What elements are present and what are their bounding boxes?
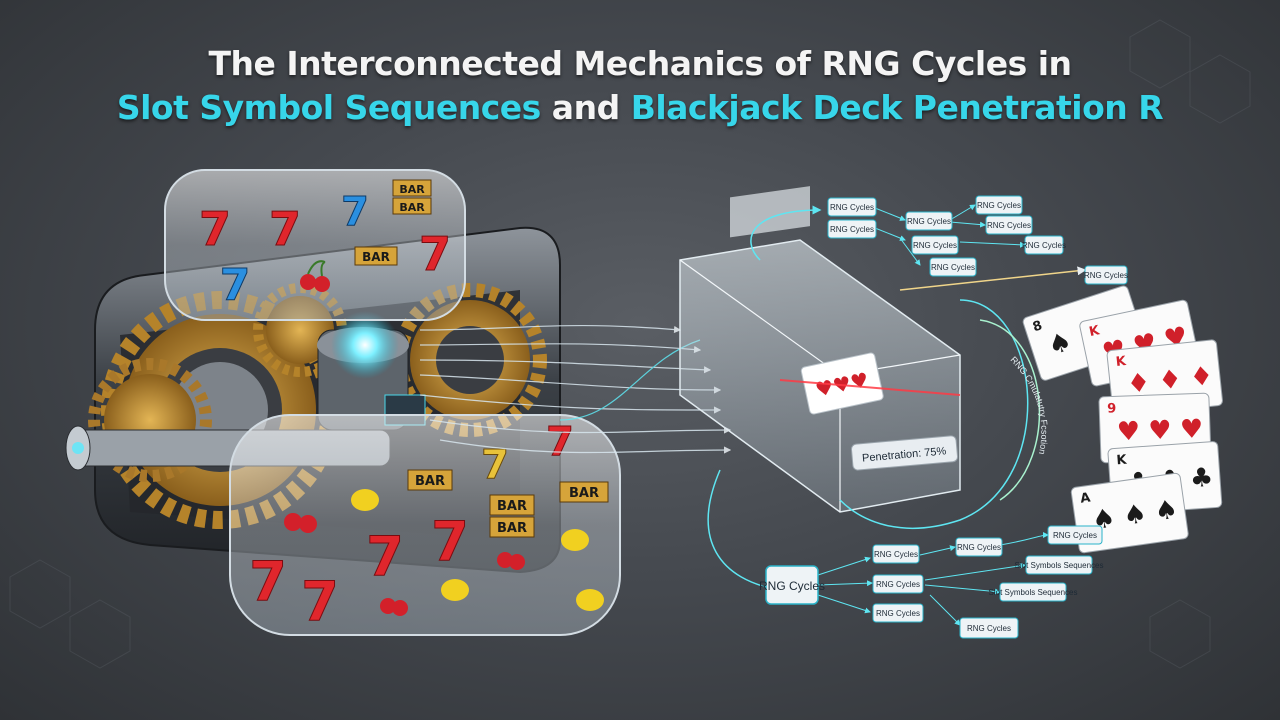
reel-seven: 7 xyxy=(199,202,231,256)
svg-text:RNG Cycles: RNG Cycles xyxy=(876,580,920,589)
reel-bar: BAR xyxy=(497,521,527,536)
node-main: RNG Cycles xyxy=(759,565,825,605)
lemon-icon xyxy=(351,489,604,611)
svg-text:RNG Cycles: RNG Cycles xyxy=(957,543,1001,552)
rng-core xyxy=(317,311,426,431)
card-shoe: ♥♥♥ Penetration: 75% xyxy=(679,186,961,513)
node: Slot Symbols Sequences xyxy=(989,582,1078,602)
node: RNG Cycles xyxy=(959,617,1019,639)
node: RNG Cycles xyxy=(872,574,924,594)
svg-text:RNG Cycles: RNG Cycles xyxy=(876,609,920,618)
node: RNG Cycles xyxy=(911,235,959,255)
node: RNG Cycles xyxy=(872,603,924,623)
reel-seven: 7 xyxy=(481,442,509,488)
node: RNG Cycles xyxy=(1022,235,1066,255)
svg-text:RNG Cycles: RNG Cycles xyxy=(759,579,825,593)
svg-text:RNG Cycles: RNG Cycles xyxy=(913,241,957,250)
node: RNG Cycles xyxy=(827,197,877,217)
loop-lines xyxy=(707,205,1087,594)
svg-text:RNG Cycles: RNG Cycles xyxy=(874,550,918,559)
page-title-line2: Slot Symbol Sequences and Blackjack Deck… xyxy=(0,88,1280,127)
reel-seven: 7 xyxy=(341,189,369,235)
title-accent-blackjack: Blackjack Deck Penetration R xyxy=(630,88,1164,127)
reel-bar: BAR xyxy=(569,486,599,501)
cherry-icon xyxy=(284,513,525,616)
title-accent-slot: Slot Symbol Sequences xyxy=(116,88,542,127)
svg-text:RNG Cycles: RNG Cycles xyxy=(987,221,1031,230)
svg-text:Slot Symbols Sequences: Slot Symbols Sequences xyxy=(1015,561,1104,570)
card-suit: ♥ ♥ ♥ xyxy=(1116,414,1203,447)
slot-machine: 7 7 7 7 7 BAR BAR BAR 7 7 7 7 7 7 xyxy=(65,169,621,636)
reel-seven: 7 xyxy=(301,570,339,633)
title-connector: and xyxy=(540,88,631,127)
node: RNG Cycles xyxy=(1084,265,1128,285)
node: RNG Cycles xyxy=(929,257,977,277)
cards-fan: 8♠ ♠ ♠K♥ ♥ ♥K♦ ♦ ♦9♥ ♥ ♥K♣ ♣ ♣A♠ ♠ ♠ xyxy=(1022,285,1223,554)
node: RNG Cycles xyxy=(872,544,920,564)
svg-text:RNG Cycles: RNG Cycles xyxy=(931,263,975,272)
card-rank: K xyxy=(1115,354,1128,370)
svg-text:RNG Cycles: RNG Cycles xyxy=(1053,531,1097,540)
reel-bar: BAR xyxy=(399,201,425,214)
flow-lines xyxy=(419,324,732,454)
node: RNG Cycles xyxy=(827,219,877,239)
reel-bar: BAR xyxy=(399,183,425,196)
reel-seven: 7 xyxy=(419,227,451,281)
node: Slot Symbols Sequences xyxy=(1015,555,1104,575)
node: RNG Cycles xyxy=(985,215,1033,235)
cherry-icon xyxy=(300,260,330,292)
reel-bar: BAR xyxy=(362,250,390,264)
page-title-line1: The Interconnected Mechanics of RNG Cycl… xyxy=(208,44,1072,83)
reel-seven: 7 xyxy=(366,525,404,588)
bottom-node-tree: RNG Cycles RNG Cycles RNG Cycles RNG Cyc… xyxy=(759,525,1104,639)
svg-text:RNG Cycles: RNG Cycles xyxy=(977,201,1021,210)
top-reels: 7 7 7 7 7 BAR BAR BAR xyxy=(164,169,466,321)
svg-text:RNG Cycles: RNG Cycles xyxy=(830,225,874,234)
penetration-badge xyxy=(850,435,959,471)
node: RNG Cycles xyxy=(905,211,953,231)
reel-seven: 7 xyxy=(249,550,287,613)
card-rank: A xyxy=(1079,490,1091,506)
reel-seven: 7 xyxy=(220,260,251,311)
card-in-shoe: ♥♥♥ xyxy=(800,352,884,415)
reel-bar: BAR xyxy=(415,474,445,489)
reel-seven: 7 xyxy=(546,419,574,465)
card-rank: K xyxy=(1116,453,1128,469)
top-node-tree: RNG Cycles RNG Cycles RNG Cycles RNG Cyc… xyxy=(827,195,1128,285)
card-rank: 9 xyxy=(1107,401,1117,416)
card-rank: K xyxy=(1088,323,1102,340)
hex-pattern xyxy=(9,19,1251,669)
svg-text:RNG Cycles: RNG Cycles xyxy=(1022,241,1066,250)
bottom-reels: 7 7 7 7 7 7 BAR BAR BAR BAR xyxy=(229,414,621,636)
node: RNG Cycles xyxy=(955,537,1003,557)
svg-text:RNG Cycles: RNG Cycles xyxy=(907,217,951,226)
svg-text:Slot Symbols Sequences: Slot Symbols Sequences xyxy=(989,588,1078,597)
reel-bar: BAR xyxy=(497,499,527,514)
reel-seven: 7 xyxy=(431,510,469,573)
node: RNG Cycles xyxy=(975,195,1023,215)
svg-text:RNG Cycles: RNG Cycles xyxy=(1084,271,1128,280)
svg-text:RNG Cycles: RNG Cycles xyxy=(830,203,874,212)
reel-seven: 7 xyxy=(269,202,301,256)
node: RNG Cycles xyxy=(1047,525,1103,545)
card-rank: 8 xyxy=(1031,318,1044,335)
svg-text:RNG Cycles: RNG Cycles xyxy=(967,624,1011,633)
